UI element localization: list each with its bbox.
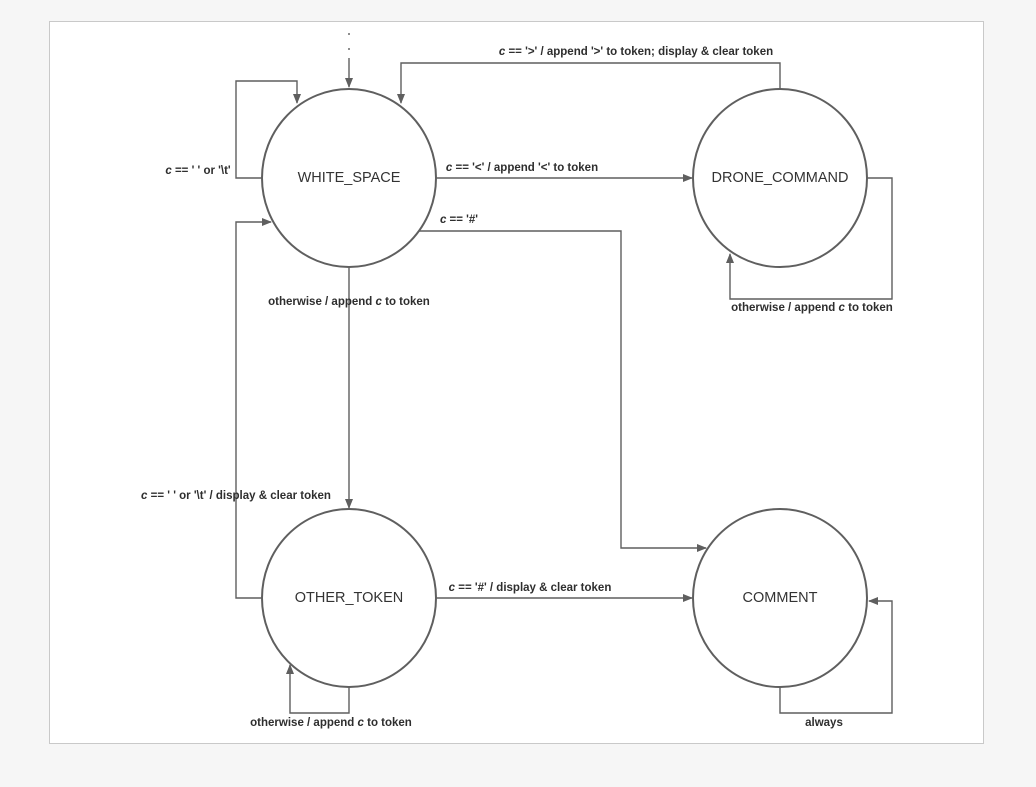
white-space-self-loop-arrow [235,80,301,179]
edge-label-other-token-to-comment: c == '#' / display & clear token [449,582,612,594]
state-label: DRONE_COMMAND [712,170,849,186]
edge-label-other-token-self: otherwise / append c to token [250,717,412,729]
edge-label-white-space-to-other-token: otherwise / append c to token [268,296,430,308]
drone-command-to-white-space-arrow [397,62,781,104]
edge-label-text: == '<' / append '<' to token [452,162,598,174]
edge-label-text: == '>' / append '>' to token; display & … [505,46,773,58]
edge-label-text: == ' ' or '\t' / display & clear token [147,490,331,502]
edge-label-variable: c [358,717,365,729]
edge-label-text: == '#' / display & clear token [455,582,611,594]
state-other-token: OTHER_TOKEN [261,508,437,688]
other-token-self-loop-arrow [286,664,350,714]
edge-label-text: otherwise / append [250,717,357,729]
state-comment: COMMENT [692,508,868,688]
state-label: COMMENT [743,590,818,606]
edge-label-variable: c [141,490,148,502]
edge-label-text: to token [845,302,893,314]
other-token-to-white-space-arrow [235,218,272,599]
state-circle [261,88,437,268]
state-label: OTHER_TOKEN [295,590,404,606]
edge-label-other-token-to-white-space: c == ' ' or '\t' / display & clear token [141,490,331,502]
state-circle [692,88,868,268]
edge-label-variable: c [449,582,456,594]
edge-label-variable: c [165,165,172,177]
drone-command-self-loop-arrow [726,177,893,300]
state-drone-command: DRONE_COMMAND [692,88,868,268]
edge-label-variable: c [839,302,846,314]
edge-label-text: == ' ' or '\t' [172,165,231,177]
edge-label-text: otherwise / append [731,302,838,314]
comment-self-loop-arrow [779,597,893,714]
edge-label-white-space-to-drone-command: c == '<' / append '<' to token [446,162,598,174]
edge-label-white-space-to-comment: c == '#' [440,214,478,226]
white-space-to-comment-arrow [415,230,707,552]
edge-label-variable: c [446,162,453,174]
edge-label-variable: c [499,46,506,58]
edge-label-text: to token [382,296,430,308]
state-label: WHITE_SPACE [298,170,401,186]
edge-label-comment-self: always [805,717,843,729]
state-circle [261,508,437,688]
start-dot [348,48,350,50]
edge-label-text: to token [364,717,412,729]
edge-label-variable: c [376,296,383,308]
state-circle [692,508,868,688]
edge-label-drone-command-self: otherwise / append c to token [731,302,893,314]
edge-label-text: otherwise / append [268,296,375,308]
edge-label-drone-command-to-white-space: c == '>' / append '>' to token; display … [499,46,773,58]
state-white-space: WHITE_SPACE [261,88,437,268]
edge-label-text: == '#' [446,214,478,226]
edge-label-variable: c [440,214,447,226]
start-dot [348,33,350,35]
edge-label-white-space-self: c == ' ' or '\t' [165,165,231,177]
